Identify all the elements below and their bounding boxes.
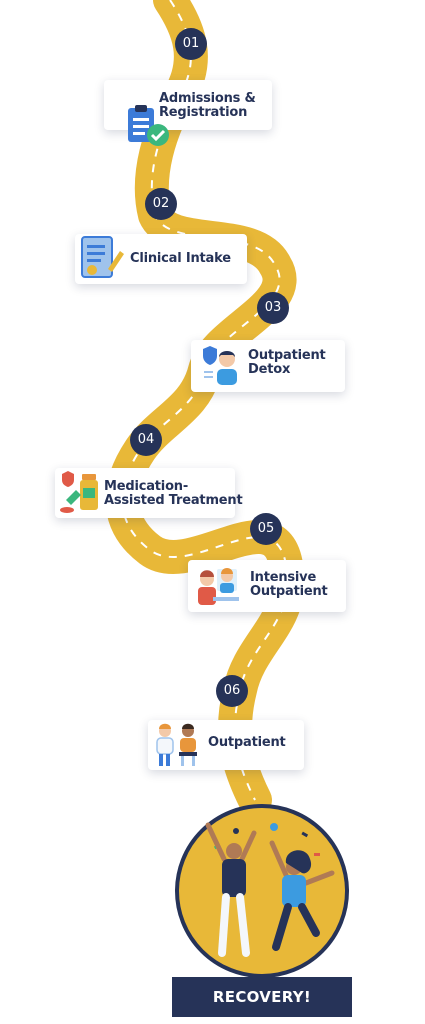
clipboard-check-icon <box>128 105 169 146</box>
label-line: Outpatient <box>250 584 328 599</box>
step-label-outpatient: Outpatient <box>208 736 286 750</box>
step-label-medication-assisted: Medication- Assisted Treatment <box>104 479 243 508</box>
label-line: Assisted Treatment <box>104 493 243 508</box>
doctor-patient-visit-icon <box>156 723 197 766</box>
step-number-06: 06 <box>216 675 248 707</box>
step-number-02: 02 <box>145 188 177 220</box>
counseling-session-icon <box>198 568 239 605</box>
label-line: Clinical Intake <box>130 251 231 266</box>
medication-bottle-icon <box>60 471 98 513</box>
label-line: Admissions & <box>159 91 256 106</box>
step-number-text: 01 <box>182 36 200 51</box>
step-label-intensive-outpatient: Intensive Outpatient <box>250 571 328 599</box>
step-number-text: 02 <box>152 196 170 211</box>
label-line: Registration <box>159 105 248 120</box>
medical-form-pen-icon <box>81 236 124 278</box>
step-number-04: 04 <box>130 424 162 456</box>
label-line: Detox <box>248 362 291 377</box>
road-center-dashes <box>121 0 289 801</box>
step-number-text: 04 <box>137 432 155 447</box>
recovery-label: RECOVERY! <box>212 988 312 1006</box>
label-line: Outpatient <box>248 348 326 363</box>
step-number-05: 05 <box>250 513 282 545</box>
label-line: Outpatient <box>208 735 286 750</box>
step-card-outpatient-detox <box>191 340 345 392</box>
step-number-text: 03 <box>264 300 282 315</box>
step-label-admissions: Admissions & Registration <box>159 92 256 120</box>
step-number-01: 01 <box>175 28 207 60</box>
label-line: Medication- <box>104 479 189 494</box>
step-number-text: 06 <box>223 683 241 698</box>
step-card-outpatient <box>148 720 304 770</box>
celebrating-people-icon <box>175 804 349 978</box>
step-label-outpatient-detox: Outpatient Detox <box>248 349 326 377</box>
recovery-banner: RECOVERY! <box>172 977 352 1017</box>
label-line: Intensive <box>250 570 317 585</box>
step-number-03: 03 <box>257 292 289 324</box>
patient-shield-icon <box>203 346 237 385</box>
step-label-clinical-intake: Clinical Intake <box>130 252 231 266</box>
step-number-text: 05 <box>257 521 275 536</box>
